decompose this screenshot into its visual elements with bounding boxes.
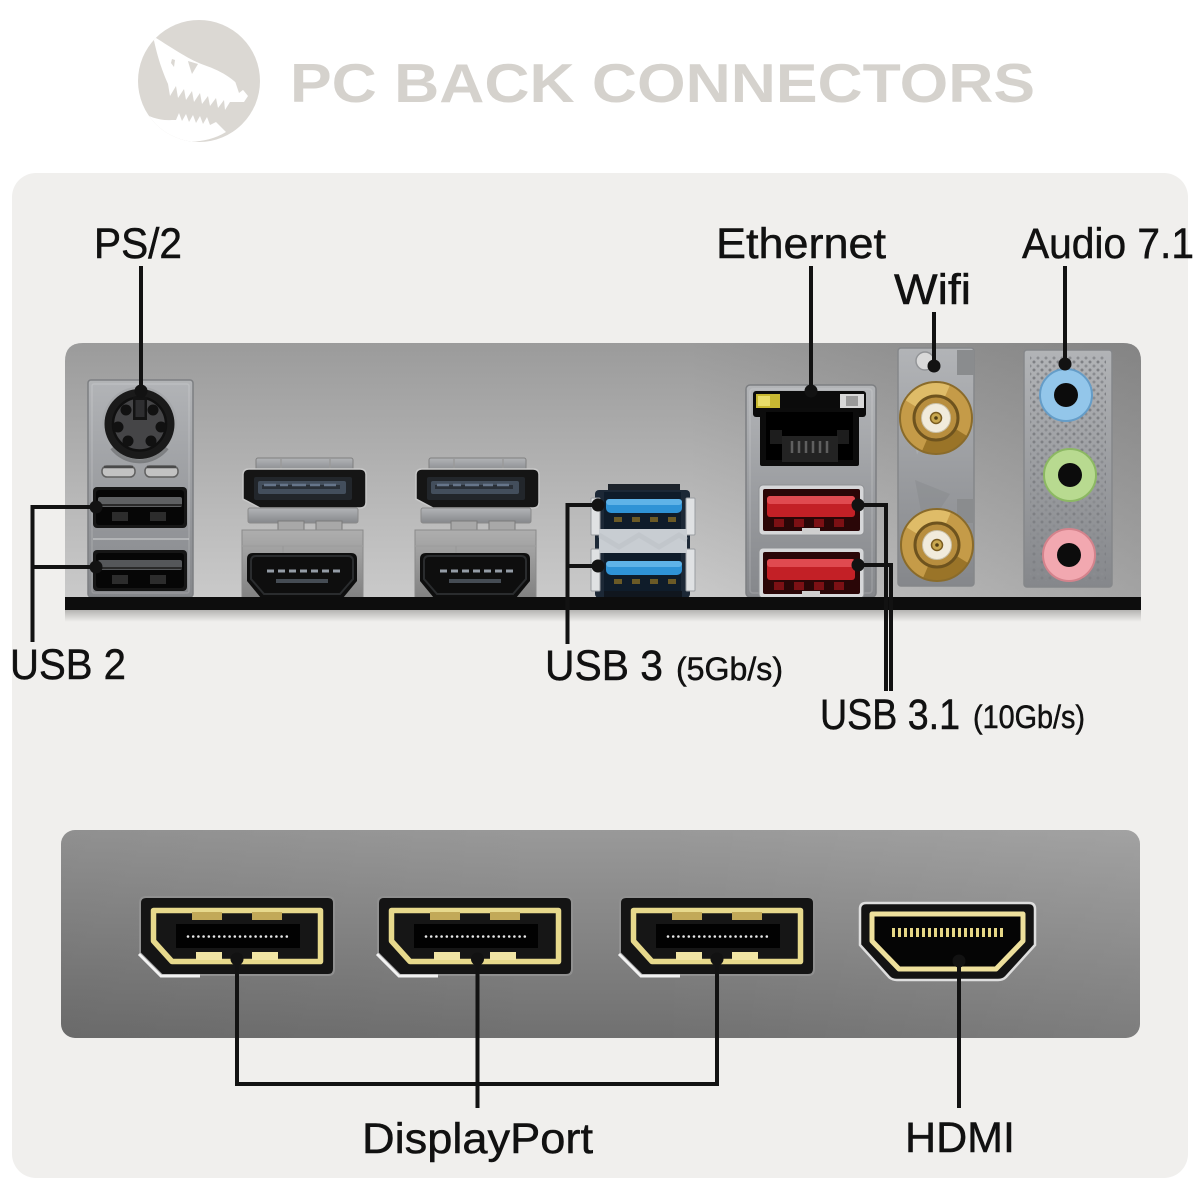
svg-text:PS/2: PS/2: [94, 220, 182, 268]
svg-text:USB 3: USB 3: [545, 642, 663, 690]
svg-text:Audio 7.1: Audio 7.1: [1022, 220, 1194, 268]
svg-text:Wifi: Wifi: [894, 266, 971, 314]
svg-text:USB 3.1: USB 3.1: [820, 691, 960, 739]
svg-text:USB 2: USB 2: [10, 641, 126, 689]
svg-text:HDMI: HDMI: [905, 1114, 1015, 1162]
svg-text:DisplayPort: DisplayPort: [362, 1115, 593, 1163]
svg-text:PC BACK CONNECTORS: PC BACK CONNECTORS: [290, 52, 1035, 114]
svg-text:(5Gb/s): (5Gb/s): [676, 651, 783, 687]
svg-text:(10Gb/s): (10Gb/s): [973, 699, 1085, 735]
svg-text:Ethernet: Ethernet: [716, 220, 886, 268]
